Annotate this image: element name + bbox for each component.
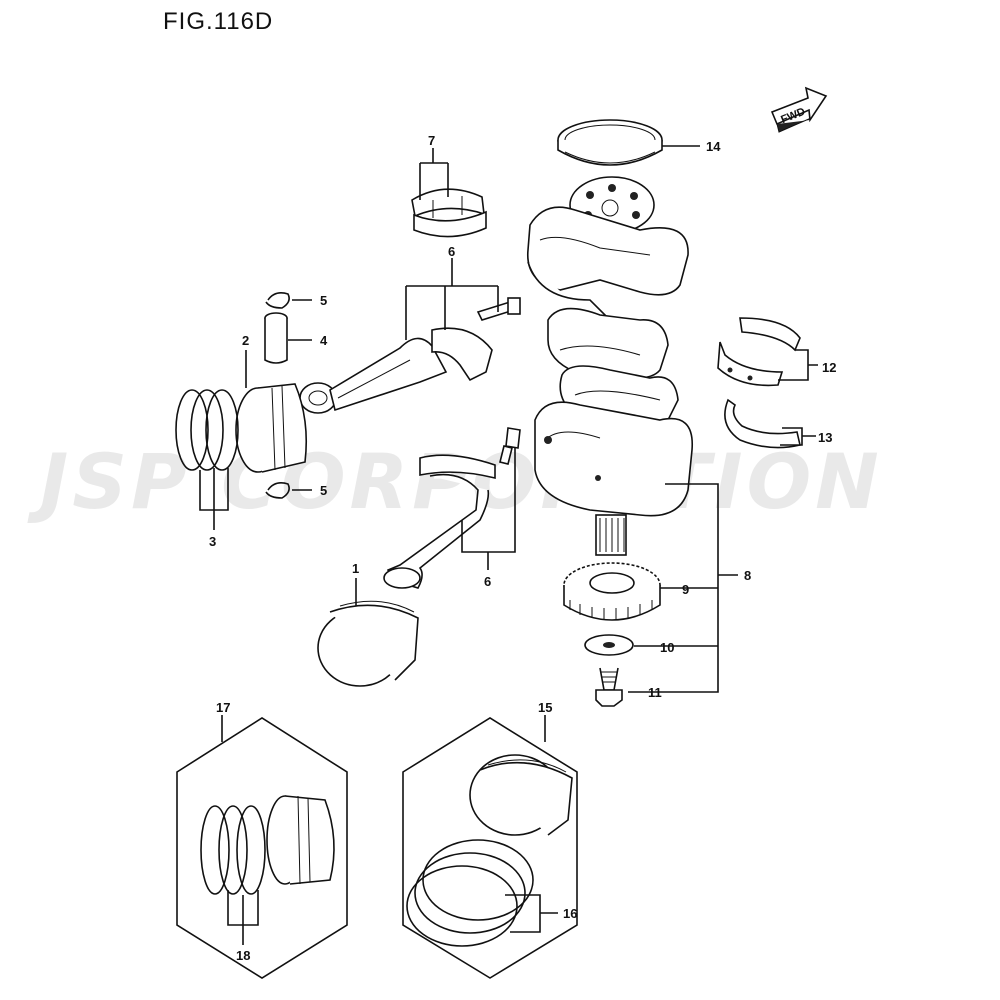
connecting-rod-lower-part-6	[383, 427, 521, 589]
callout-4: 4	[320, 333, 328, 348]
option-group-15	[402, 717, 578, 979]
callout-9: 9	[682, 582, 689, 597]
piston-rings-part-3	[175, 389, 239, 471]
bolt-part-11	[595, 667, 623, 707]
washer-part-10	[584, 634, 634, 656]
piston-pin-part-4	[264, 312, 288, 364]
piston-part-1	[317, 600, 419, 687]
main-bearing-part-12	[717, 317, 801, 387]
callout-11: 11	[648, 685, 662, 700]
conrod-bearing-part-7	[411, 188, 487, 238]
callout-6-lower: 6	[484, 574, 491, 589]
gear-part-9	[563, 562, 661, 621]
callout-15: 15	[538, 700, 552, 715]
oil-seal-part-14	[557, 119, 663, 166]
main-bearing-part-13	[724, 398, 801, 449]
circlip-upper-part-5	[265, 292, 290, 309]
callout-17: 17	[216, 700, 230, 715]
callout-5-upper: 5	[320, 293, 327, 308]
callout-18: 18	[236, 948, 250, 963]
callout-7: 7	[428, 133, 435, 148]
callout-3: 3	[209, 534, 216, 549]
fwd-arrow-icon: FWD	[770, 86, 828, 133]
callout-labels: 7 6 5 4 2 3 5 1 6 14 12 13 8 9 10 11 17 …	[209, 133, 836, 963]
callout-1: 1	[352, 561, 359, 576]
circlip-lower-part-5	[265, 482, 290, 499]
leader-lines	[199, 145, 818, 945]
crankshaft-part-8	[527, 176, 693, 556]
callout-6-upper: 6	[448, 244, 455, 259]
piston-part-2	[235, 383, 308, 473]
callout-2: 2	[242, 333, 249, 348]
callout-14: 14	[706, 139, 721, 154]
callout-13: 13	[818, 430, 832, 445]
callout-8: 8	[744, 568, 751, 583]
figure-title: FIG.116D	[163, 8, 274, 35]
callout-5-lower: 5	[320, 483, 327, 498]
callout-12: 12	[822, 360, 836, 375]
callout-16: 16	[563, 906, 577, 921]
callout-10: 10	[660, 640, 674, 655]
option-group-17	[176, 717, 348, 979]
connecting-rod-upper-part-6	[299, 297, 521, 414]
